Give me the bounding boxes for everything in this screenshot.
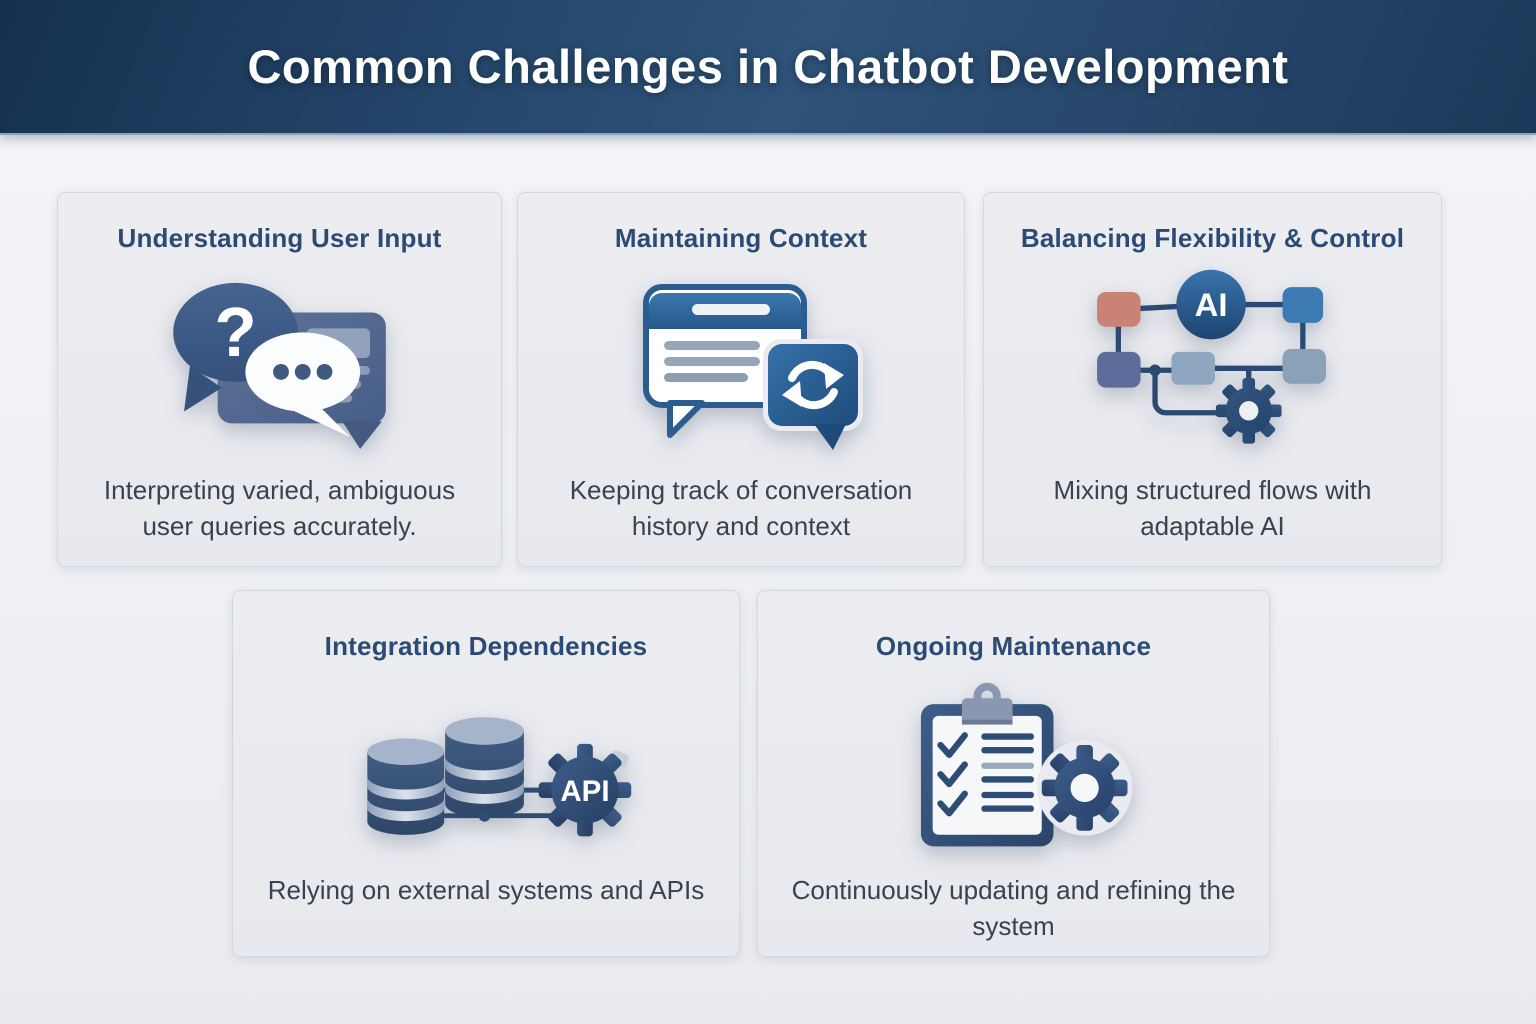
card-title: Ongoing Maintenance	[875, 631, 1152, 661]
card-description: Continuously updating and refining the s…	[791, 875, 1236, 941]
card-integration-dependencies: Integration Dependencies	[232, 590, 740, 957]
card-icon-wrap: AI	[1063, 262, 1363, 464]
card-description: Keeping track of conversation history an…	[569, 475, 913, 541]
page-title: Common Challenges in Chatbot Development	[247, 40, 1289, 93]
card-title: Balancing Flexibility & Control	[1020, 223, 1405, 253]
api-gear-icon: API	[538, 743, 632, 837]
card-ongoing-maintenance: Ongoing Maintenance	[757, 590, 1270, 957]
card-icon-wrap	[880, 668, 1148, 864]
card-description: Mixing structured flows with adaptable A…	[1053, 475, 1372, 541]
card-icon-wrap: API	[321, 668, 651, 864]
card-understanding-user-input: Understanding User Input	[57, 192, 502, 567]
card-title: Understanding User Input	[117, 223, 442, 253]
database-api-gear-icon: API	[367, 717, 632, 837]
gear-icon	[1041, 745, 1128, 831]
card-title: Maintaining Context	[614, 223, 868, 253]
card-maintaining-context: Maintaining Context	[517, 192, 965, 567]
card-balancing-flexibility-control: Balancing Flexibility & Control	[983, 192, 1442, 567]
question-chat-bubbles-icon: ?	[172, 282, 386, 450]
card-title: Integration Dependencies	[324, 631, 648, 661]
api-label: API	[560, 775, 609, 808]
gear-icon	[1215, 377, 1282, 444]
card-description: Interpreting varied, ambiguous user quer…	[103, 475, 456, 541]
card-icon-wrap	[616, 262, 866, 464]
card-description: Relying on external systems and APIs	[267, 875, 705, 905]
clipboard-checklist-gear-icon	[920, 682, 1132, 847]
ai-flowchart-gear-icon: AI	[1096, 269, 1326, 444]
conversation-refresh-icon	[643, 284, 863, 450]
ai-label: AI	[1194, 286, 1227, 323]
card-icon-wrap: ?	[156, 262, 404, 464]
header-banner: Common Challenges in Chatbot Development	[0, 0, 1536, 135]
